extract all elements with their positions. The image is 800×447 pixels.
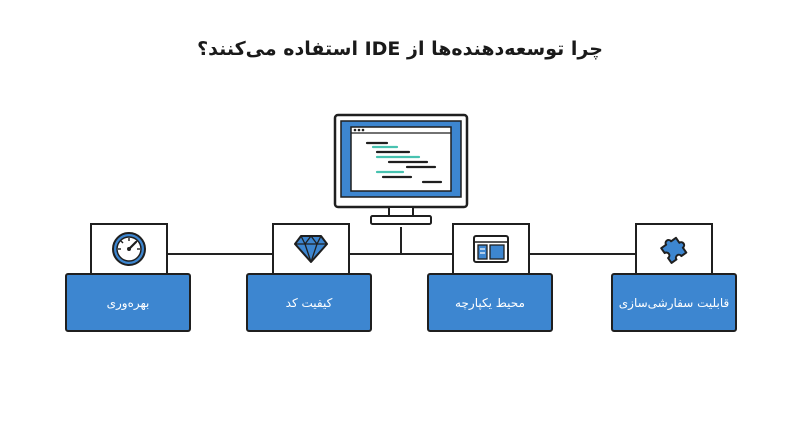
node-customizability: قابلیت سفارشی‌سازی (611, 273, 737, 332)
customizability-icon-box (635, 223, 713, 273)
monitor-connector (400, 227, 402, 253)
diagram-title: چرا توسعه‌دهنده‌ها از IDE استفاده می‌کنن… (197, 38, 603, 60)
code-monitor-icon (333, 113, 469, 225)
node-label: قابلیت سفارشی‌سازی (618, 295, 730, 310)
puzzle-piece-icon (660, 236, 688, 264)
node-code-quality: کیفیت کد (246, 273, 372, 332)
node-label: کیفیت کد (285, 295, 333, 310)
diamond-icon (294, 234, 328, 263)
speedometer-icon (112, 232, 146, 266)
integrated-environment-icon-box (452, 223, 530, 273)
node-integrated-environment: محیط یکپارچه (427, 273, 553, 332)
productivity-icon-box (90, 223, 168, 273)
code-quality-icon-box (272, 223, 350, 273)
node-label: بهره‌وری (106, 295, 150, 310)
node-productivity: بهره‌وری (65, 273, 191, 332)
window-layout-icon (473, 235, 509, 263)
node-label: محیط یکپارچه (455, 295, 525, 310)
connector-line (128, 253, 674, 255)
